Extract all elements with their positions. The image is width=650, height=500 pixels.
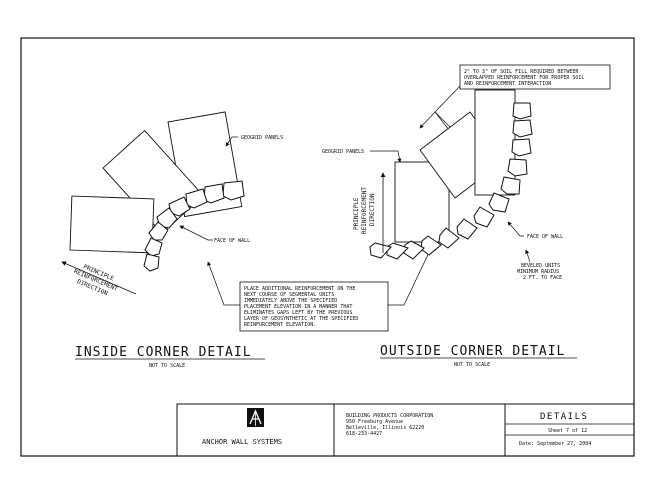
note-line-6: LAYER OF GEOSYNTHETIC AT THE SPECIFIED <box>244 316 358 322</box>
soil-note-line-2: OVERLAPPED REINFORCEMENT FOR PROPER SOIL <box>464 75 584 81</box>
beveled-line-1: BEVELED UNITS <box>521 263 560 269</box>
center-note: PLACE ADDITIONAL REINFORCEMENT ON THE NE… <box>207 241 435 332</box>
sheet-title: DETAILS <box>540 412 588 422</box>
sheet-number: Sheet 7 of 12 <box>548 428 587 434</box>
inside-wall-units <box>143 180 245 272</box>
note-line-2: NEXT COURSE OF SEGMENTAL UNITS <box>244 292 334 298</box>
beveled-line-3: 2 FT. TO FACE <box>523 275 562 281</box>
title-block: ANCHOR WALL SYSTEMS BUILDING PRODUCTS CO… <box>176 403 635 457</box>
address-line-3: Belleville, Illinois 62220 <box>346 425 424 431</box>
outside-wall-units <box>369 102 533 260</box>
note-line-1: PLACE ADDITIONAL REINFORCEMENT ON THE <box>244 286 355 292</box>
company-name: ANCHOR WALL SYSTEMS <box>202 438 282 446</box>
note-line-7: REINFORCEMENT ELEVATION. <box>244 322 316 328</box>
outside-direction-line-1: PRINCIPLE <box>353 197 360 230</box>
address-line-1: BUILDING PRODUCTS CORPORATION <box>346 413 433 419</box>
outside-geogrid-panels <box>394 89 516 243</box>
soil-note-line-3: AND REINFORCEMENT INTERACTION <box>464 81 551 87</box>
anchor-logo-icon <box>247 408 264 427</box>
outside-corner-detail: 2" TO 3" OF SOIL FILL REQUIRED BETWEEN O… <box>322 64 611 368</box>
address-line-2: 950 Freeburg Avenue <box>346 419 403 425</box>
outside-corner-title: OUTSIDE CORNER DETAIL <box>380 344 565 359</box>
inside-corner-detail: GEOGRID PANELS FACE OF WALL PRINCIPLE RE… <box>61 111 283 369</box>
outside-face-of-wall-label: FACE OF WALL <box>527 234 563 240</box>
outside-corner-scale: NOT TO SCALE <box>454 362 490 368</box>
address-line-4: 618-233-4427 <box>346 431 382 437</box>
outside-direction-line-3: DIRECTION <box>369 193 376 226</box>
outside-geogrid-label: GEOGRID PANELS <box>322 149 364 155</box>
beveled-line-2: MINIMUM RADIUS <box>517 269 559 275</box>
inside-geogrid-label: GEOGRID PANELS <box>241 135 283 141</box>
soil-note-line-1: 2" TO 3" OF SOIL FILL REQUIRED BETWEEN <box>464 69 578 75</box>
inside-corner-title: INSIDE CORNER DETAIL <box>75 345 252 360</box>
note-line-5: ELIMINATES GAPS LEFT BY THE PREVIOUS <box>244 310 352 316</box>
outside-direction-line-2: REINFORCEMENT <box>361 187 368 234</box>
sheet-date: Date: September 27, 2004 <box>519 441 591 447</box>
note-line-3: IMMEDIATELY ABOVE THE SPECIFIED <box>244 298 337 304</box>
note-line-4: PLACEMENT ELEVATION IN A MANNER THAT <box>244 304 352 310</box>
inside-corner-scale: NOT TO SCALE <box>149 363 185 369</box>
inside-face-of-wall-label: FACE OF WALL <box>214 238 250 244</box>
